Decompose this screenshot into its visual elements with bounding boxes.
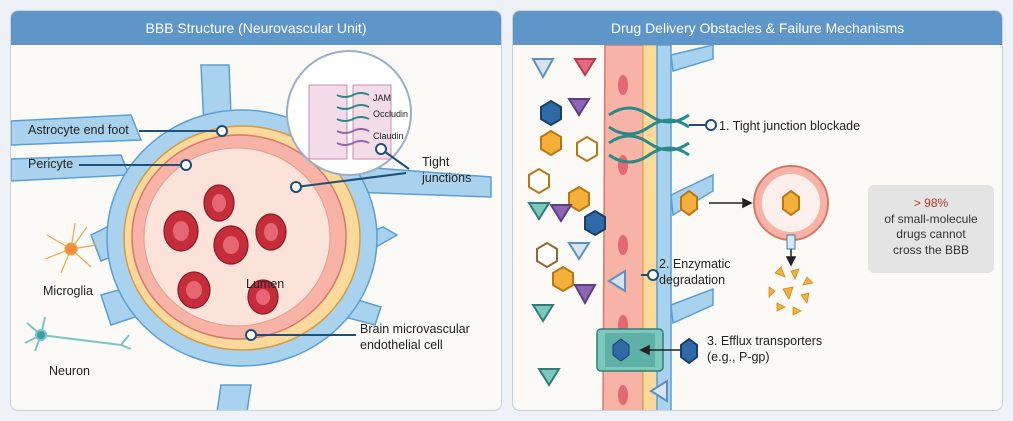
- statistic-box: > 98% of small-molecule drugs cannot cro…: [868, 185, 994, 273]
- lumen-label: Lumen: [246, 277, 285, 291]
- triangle-drug-icon: [567, 242, 591, 261]
- neuron-label: Neuron: [49, 364, 90, 378]
- claudin-label: Claudin: [373, 131, 404, 141]
- statistic-line: cross the BBB: [892, 242, 970, 257]
- statistic-line: of small-molecule: [884, 211, 978, 226]
- hexagon-drug-icon: [680, 189, 698, 217]
- tight-junction-proteins: [608, 106, 690, 164]
- degraded-fragments: [768, 266, 814, 316]
- tight-junction-blockade-label: 1. Tight junction blockade: [719, 119, 861, 133]
- endothelial-label-line1: Brain microvascular: [360, 322, 470, 336]
- bbb-structure-panel: BBB Structure (Neurovascular Unit): [10, 10, 502, 411]
- tight-junctions-label-line1: Tight: [422, 155, 450, 169]
- statistic-line: drugs cannot: [896, 227, 966, 242]
- triangle-drug-icon: [537, 368, 561, 387]
- drug-delivery-panel: Drug Delivery Obstacles & Failure Mechan…: [512, 10, 1003, 411]
- triangle-drug-icon: [573, 284, 597, 306]
- hexagon-drug-icon: [536, 241, 558, 269]
- microglia-icon: [44, 222, 98, 274]
- drug-delivery-title: Drug Delivery Obstacles & Failure Mechan…: [513, 11, 1002, 45]
- drug-delivery-diagram: [527, 45, 829, 410]
- triangle-drug-icon: [549, 204, 573, 223]
- vesicle-icon: [753, 165, 829, 250]
- drug-molecules: [527, 58, 668, 403]
- triangle-drug-icon: [573, 58, 597, 77]
- occludin-label: Occludin: [373, 109, 409, 119]
- hexagon-drug-icon: [568, 185, 590, 213]
- hexagon-drug-icon: [552, 265, 574, 293]
- triangle-drug-icon: [531, 304, 555, 323]
- efflux-label-line1: 3. Efflux transporters: [707, 334, 823, 348]
- hexagon-drug-icon: [680, 337, 698, 365]
- enzymatic-label-line1: 2. Enzymatic: [659, 257, 731, 271]
- endothelial-label-line2: endothelial cell: [360, 338, 443, 352]
- hexagon-drug-icon: [528, 167, 550, 195]
- bbb-structure-title: BBB Structure (Neurovascular Unit): [11, 11, 501, 45]
- astrocyte-label: Astrocyte end foot: [28, 123, 129, 137]
- triangle-drug-icon: [527, 202, 551, 221]
- neurovascular-unit-diagram: [11, 50, 492, 410]
- jam-label: JAM: [373, 93, 391, 103]
- hexagon-drug-icon: [576, 135, 598, 163]
- triangle-drug-icon: [531, 58, 555, 80]
- hexagon-drug-icon: [584, 209, 606, 237]
- hexagon-drug-icon: [540, 99, 562, 127]
- triangle-drug-icon: [649, 379, 668, 403]
- triangle-drug-icon: [567, 98, 591, 117]
- hexagon-drug-icon: [540, 129, 562, 157]
- microglia-label: Microglia: [43, 284, 94, 298]
- triangle-drug-icon: [607, 269, 626, 293]
- neuron-icon: [24, 316, 132, 352]
- efflux-label-line2: (e.g., P-gp): [707, 350, 770, 364]
- tight-junctions-label-line2: junctions: [422, 171, 472, 185]
- efflux-pump-icon: [596, 328, 664, 372]
- pericyte-label: Pericyte: [28, 157, 74, 171]
- enzymatic-label-line2: degradation: [659, 273, 726, 287]
- statistic-percent: > 98%: [913, 196, 949, 210]
